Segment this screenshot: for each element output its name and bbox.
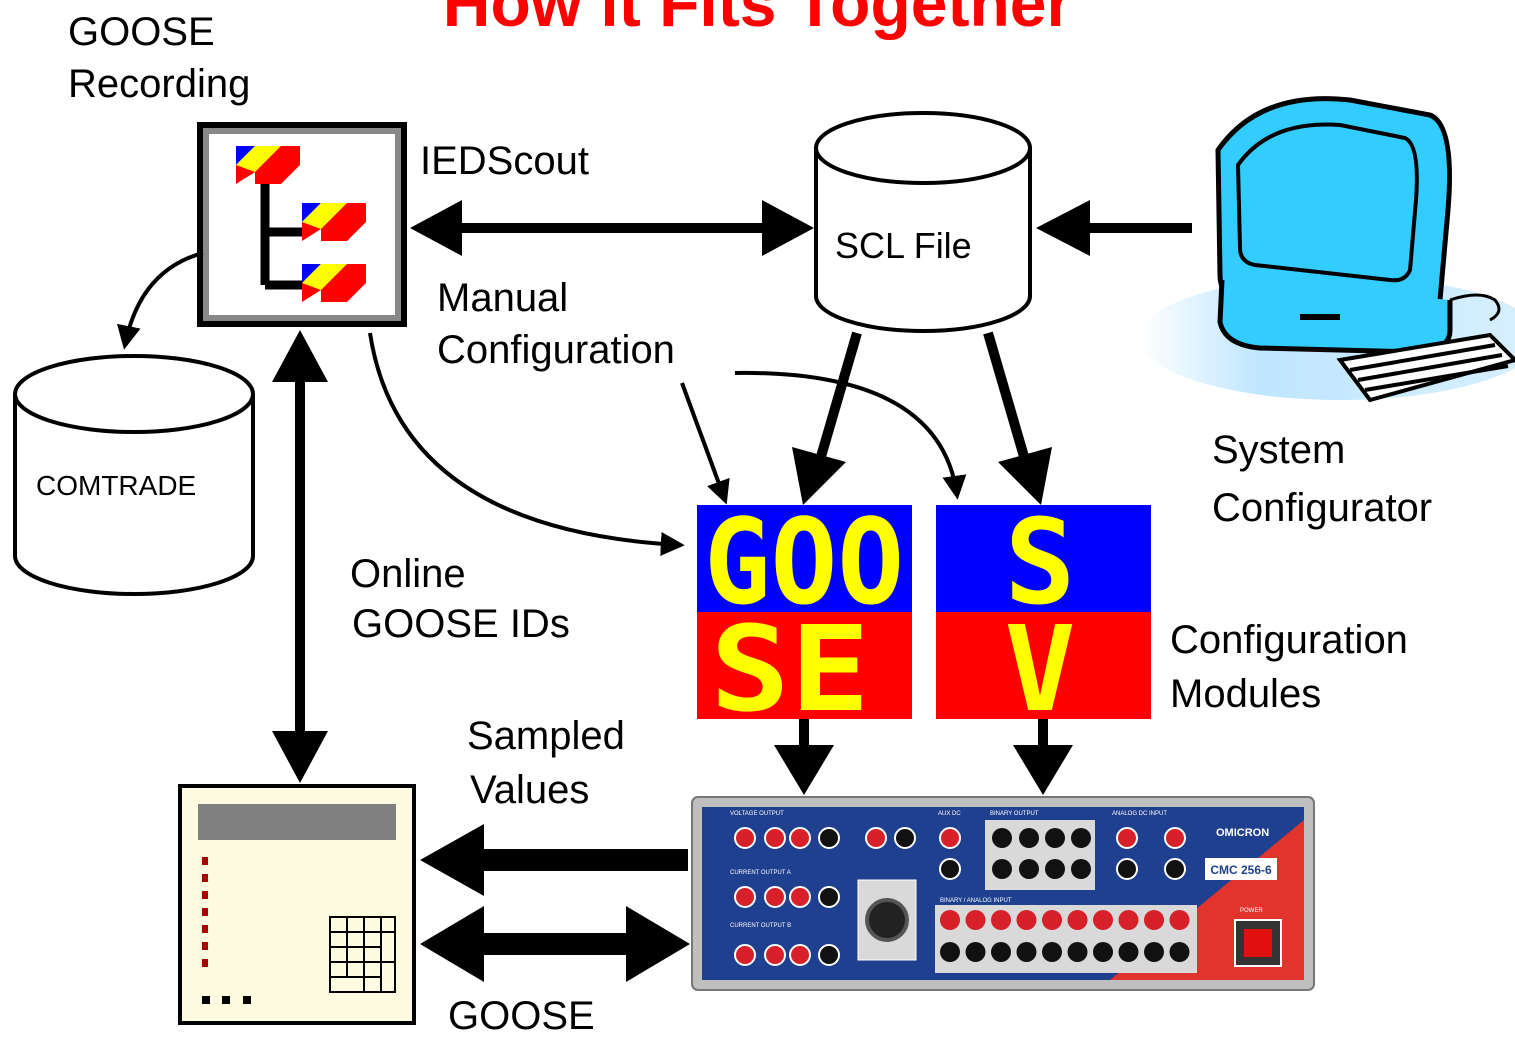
panel-socket bbox=[940, 910, 960, 930]
panel-section-label: CURRENT OUTPUT A bbox=[730, 870, 791, 876]
iedscout-icon[interactable] bbox=[197, 122, 407, 327]
arrow-manual-sv bbox=[734, 370, 967, 500]
arrow-iedscout-goose bbox=[368, 332, 685, 556]
tree-node-icon bbox=[302, 203, 366, 241]
label-goose-recording-1: GOOSE bbox=[68, 10, 215, 54]
panel-socket bbox=[1067, 942, 1088, 962]
label-configuration-modules-2: Modules bbox=[1170, 672, 1322, 716]
sv-module-bottom-text: V bbox=[1004, 600, 1075, 738]
panel-socket bbox=[1042, 910, 1062, 930]
arrow-sampled-values bbox=[420, 824, 688, 896]
sv-module[interactable]: S V bbox=[936, 493, 1151, 738]
arrow-scl-sv bbox=[983, 331, 1052, 505]
label-system-configurator-2: Configurator bbox=[1212, 486, 1433, 530]
panel-socket bbox=[1144, 910, 1164, 930]
arrow-iedscout-scl bbox=[410, 200, 814, 256]
cmc-test-set[interactable]: VOLTAGE OUTPUT AUX DC BINARY OUTPUT ANAL… bbox=[691, 796, 1315, 991]
tree-node-icon bbox=[302, 264, 366, 302]
panel-socket bbox=[1093, 942, 1113, 962]
panel-section-label: POWER bbox=[1240, 908, 1263, 914]
arrow-scl-goose bbox=[792, 331, 862, 505]
panel-socket bbox=[991, 942, 1011, 962]
label-scl-file: SCL File bbox=[835, 225, 972, 266]
panel-socket bbox=[1067, 910, 1088, 930]
relay-device bbox=[178, 784, 416, 1025]
arrow-iedscout-comtrade bbox=[117, 251, 204, 350]
arrow-configurator-scl bbox=[1036, 200, 1192, 256]
label-configuration-modules-1: Configuration bbox=[1170, 618, 1408, 662]
panel-section-label: AUX DC bbox=[938, 811, 961, 817]
panel-socket bbox=[1042, 942, 1062, 962]
panel-socket bbox=[1016, 942, 1037, 962]
label-system-configurator-1: System bbox=[1212, 428, 1346, 472]
arrow-goose-bidirectional bbox=[420, 906, 690, 982]
panel-socket bbox=[1169, 910, 1190, 930]
label-comtrade: COMTRADE bbox=[36, 470, 197, 501]
label-sampled-values-2: Values bbox=[470, 768, 590, 812]
panel-section-label: VOLTAGE OUTPUT bbox=[730, 811, 784, 817]
panel-section-label: CURRENT OUTPUT B bbox=[730, 923, 791, 929]
panel-section-label: BINARY OUTPUT bbox=[990, 811, 1039, 817]
panel-socket bbox=[1016, 910, 1037, 930]
panel-socket bbox=[1118, 910, 1139, 930]
arrow-manual-goose bbox=[680, 382, 730, 505]
label-online-goose-ids-1: Online bbox=[350, 552, 466, 596]
panel-socket bbox=[1144, 942, 1164, 962]
computer-icon bbox=[1140, 96, 1515, 403]
comtrade-cylinder bbox=[13, 354, 255, 596]
panel-socket bbox=[1118, 942, 1139, 962]
panel-socket bbox=[1093, 910, 1113, 930]
label-iedscout: IEDScout bbox=[420, 139, 589, 183]
label-manual-config-1: Manual bbox=[437, 276, 569, 320]
arrow-iedscout-relay bbox=[272, 330, 328, 783]
label-goose-bottom: GOOSE bbox=[448, 994, 595, 1038]
keypad-icon bbox=[329, 916, 396, 993]
sv-module-top-text: S bbox=[1004, 493, 1075, 631]
label-sampled-values-1: Sampled bbox=[467, 714, 625, 758]
panel-brand: OMICRON bbox=[1216, 827, 1269, 839]
panel-socket bbox=[940, 942, 960, 962]
arrow-goose-cmc bbox=[774, 719, 834, 795]
label-goose-recording-2: Recording bbox=[68, 62, 251, 106]
panel-section-label: ANALOG DC INPUT bbox=[1112, 811, 1167, 817]
panel-socket bbox=[991, 910, 1011, 930]
panel-socket bbox=[965, 910, 986, 930]
goose-module-top-text: GOO bbox=[704, 493, 904, 631]
panel-socket bbox=[965, 942, 986, 962]
goose-module[interactable]: GOO SE bbox=[697, 493, 912, 738]
panel-section-label: BINARY / ANALOG INPUT bbox=[940, 898, 1012, 904]
goose-module-bottom-text: SE bbox=[710, 600, 870, 738]
panel-socket bbox=[1169, 942, 1190, 962]
scl-file-cylinder bbox=[814, 111, 1032, 333]
panel-model: CMC 256-6 bbox=[1210, 863, 1272, 877]
label-online-goose-ids-2: GOOSE IDs bbox=[352, 602, 570, 646]
diagram-title: How it Fits Together bbox=[442, 0, 1073, 40]
tree-node-icon bbox=[236, 146, 300, 184]
label-manual-config-2: Configuration bbox=[437, 328, 675, 372]
arrow-sv-cmc bbox=[1013, 719, 1073, 795]
